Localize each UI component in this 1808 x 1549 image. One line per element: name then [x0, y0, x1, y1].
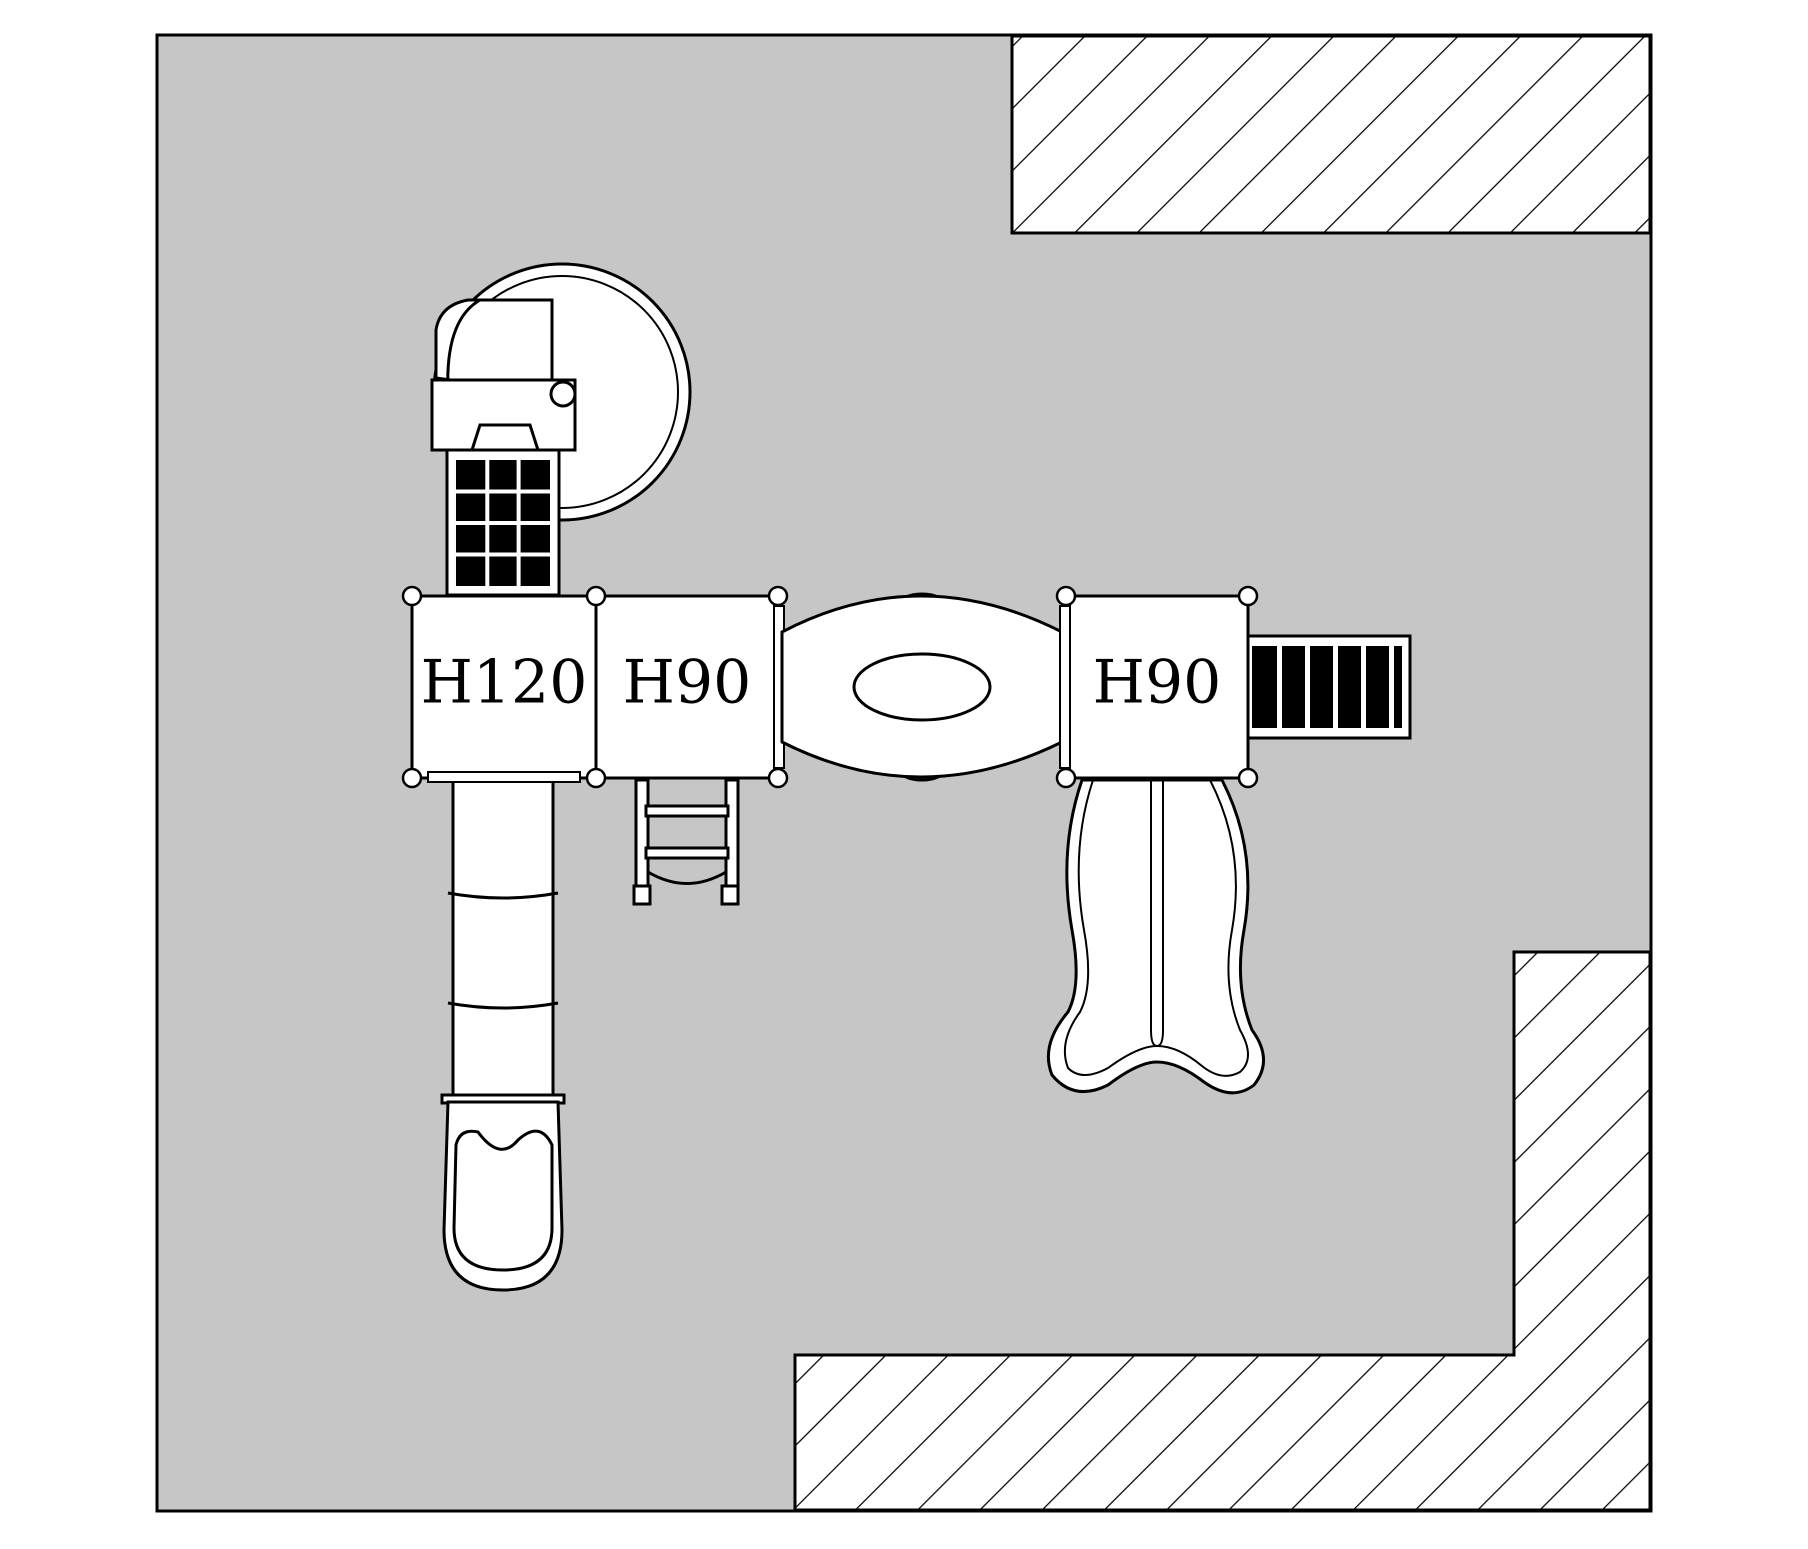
post — [1055, 767, 1077, 789]
wave-slide — [1046, 778, 1265, 1095]
post — [767, 767, 789, 789]
grid-cell — [491, 495, 495, 499]
grid-cell — [460, 526, 464, 530]
climbing-grid-panel — [445, 448, 561, 597]
ladder-rung — [1333, 646, 1338, 728]
grid-cell — [491, 464, 495, 468]
hatched-zone-top-right — [1010, 34, 1652, 235]
ladder-rung — [1305, 646, 1310, 728]
post — [401, 767, 423, 789]
grid-cell — [522, 495, 526, 499]
grid-cell — [522, 526, 526, 530]
post — [401, 585, 423, 607]
tube-slide — [440, 778, 566, 1292]
grid-line — [456, 489, 550, 494]
grid-cell — [522, 557, 526, 561]
step-ladder — [1246, 634, 1412, 740]
grid-line — [456, 552, 550, 557]
post — [1237, 767, 1259, 789]
grid-cell — [460, 464, 464, 468]
hatched-zone-bottom-right — [793, 950, 1652, 1512]
platform-h120: H120 — [410, 594, 598, 783]
post — [1237, 585, 1259, 607]
ladder-rung — [1277, 646, 1282, 728]
grid-cell — [522, 464, 526, 468]
grid-cell — [491, 526, 495, 530]
ladder-rung — [1389, 646, 1394, 728]
post — [585, 767, 607, 789]
grid-cell — [491, 557, 495, 561]
platform-label: H90 — [1093, 648, 1222, 718]
platform-h90-left: H90 — [594, 594, 785, 780]
platform-h90-right: H90 — [1059, 594, 1250, 780]
corner-posts — [401, 585, 1259, 789]
grid-line — [456, 521, 550, 525]
ladder — [632, 778, 740, 906]
grid-cell — [460, 557, 464, 561]
ladder-rung — [1361, 646, 1366, 728]
post — [767, 585, 789, 607]
grid-cell — [460, 495, 464, 499]
platform-label: H120 — [421, 648, 588, 718]
tunnel-bridge — [780, 592, 1064, 782]
platform-label: H90 — [623, 648, 752, 718]
post — [585, 585, 607, 607]
post — [1055, 585, 1077, 607]
